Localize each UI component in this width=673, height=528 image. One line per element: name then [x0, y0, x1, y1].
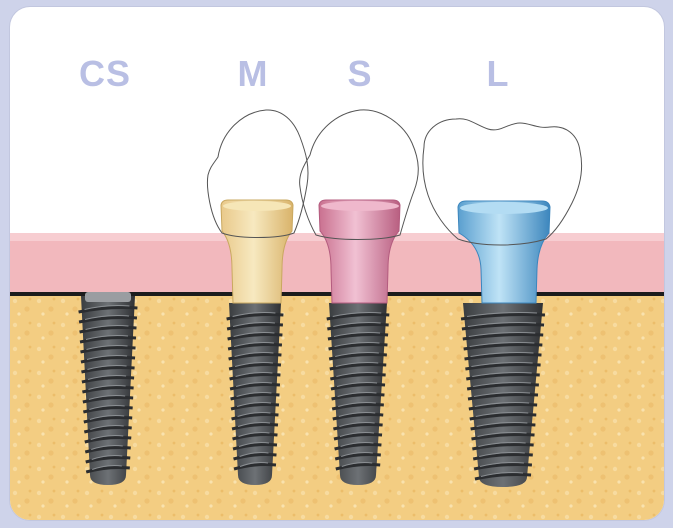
abutment-s — [319, 200, 400, 303]
diagram-panel: CS M S L — [10, 7, 664, 520]
label-s: S — [347, 56, 372, 92]
abutment-l-top — [460, 202, 548, 214]
label-cs: CS — [79, 56, 131, 92]
label-m: M — [238, 56, 269, 92]
abutment-s-top — [321, 201, 399, 211]
label-l: L — [487, 56, 510, 92]
cover-screw-cap — [85, 292, 131, 302]
abutment-m-top — [223, 201, 291, 211]
